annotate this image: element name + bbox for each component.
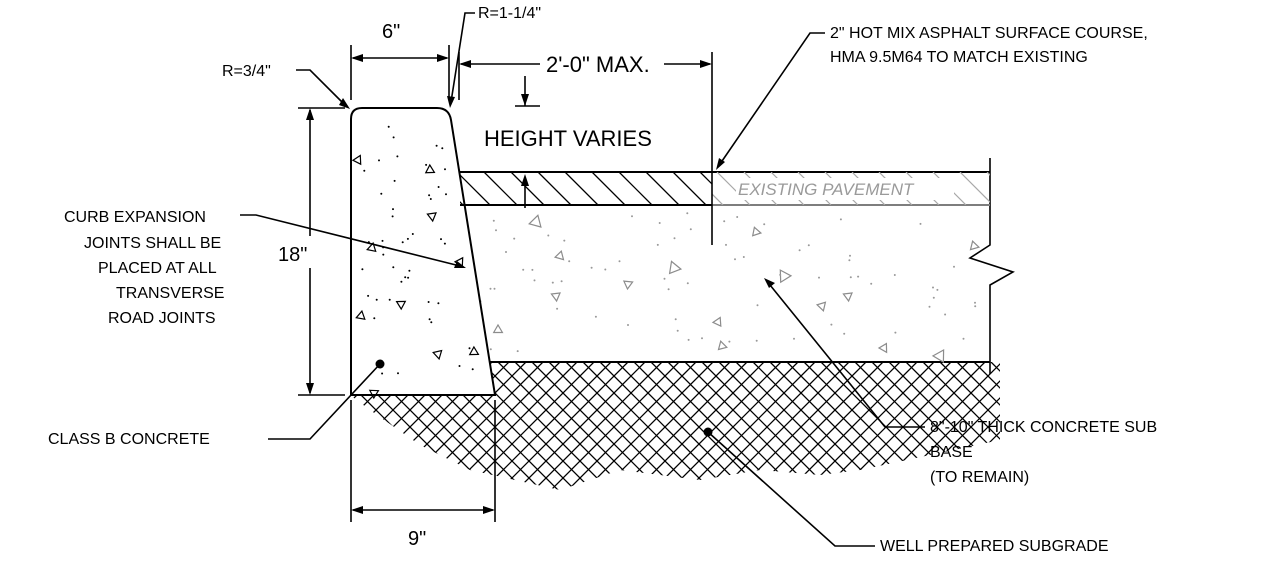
subbase-label-line1: 8"-10" THICK CONCRETE SUB bbox=[930, 419, 1157, 436]
joints-callout: CURB EXPANSION JOINTS SHALL BE PLACED AT… bbox=[64, 209, 466, 327]
subbase-aggregate bbox=[479, 212, 981, 364]
asphalt-surface-course bbox=[460, 171, 712, 205]
existing-pavement-label: EXISTING PAVEMENT bbox=[738, 180, 915, 199]
max-offset-dimension: 2'-0" MAX. bbox=[458, 52, 713, 160]
radius-left-callout: R=3/4" bbox=[222, 63, 350, 109]
curb-height-dimension: 18" bbox=[278, 107, 345, 396]
curb bbox=[350, 107, 497, 400]
subbase-callout: 8"-10" THICK CONCRETE SUB BASE (TO REMAI… bbox=[764, 278, 1157, 486]
asphalt-label-line2: HMA 9.5M64 TO MATCH EXISTING bbox=[830, 49, 1088, 66]
concrete-label: CLASS B CONCRETE bbox=[48, 431, 210, 448]
asphalt-callout: 2" HOT MIX ASPHALT SURFACE COURSE, HMA 9… bbox=[716, 25, 1148, 170]
asphalt-label-line1: 2" HOT MIX ASPHALT SURFACE COURSE, bbox=[830, 25, 1148, 42]
max-offset-label: 2'-0" MAX. bbox=[546, 52, 650, 77]
subgrade-callout: WELL PREPARED SUBGRADE bbox=[703, 427, 1109, 555]
subgrade-label: WELL PREPARED SUBGRADE bbox=[880, 538, 1109, 555]
joints-label-line3: PLACED AT ALL bbox=[98, 260, 217, 277]
existing-pavement: EXISTING PAVEMENT bbox=[712, 171, 990, 206]
height-varies-dimension: HEIGHT VARIES bbox=[484, 76, 652, 208]
height-varies-label: HEIGHT VARIES bbox=[484, 126, 652, 151]
top-width-label: 6" bbox=[382, 21, 400, 43]
joints-label-line2: JOINTS SHALL BE bbox=[84, 235, 221, 252]
subbase-label-line3: (TO REMAIN) bbox=[930, 469, 1029, 486]
radius-right-callout: R=1-1/4" bbox=[447, 5, 541, 108]
joints-label-line5: ROAD JOINTS bbox=[108, 310, 216, 327]
radius-left-label: R=3/4" bbox=[222, 63, 271, 80]
curb-aggregate bbox=[351, 125, 480, 400]
base-width-label: 9" bbox=[408, 528, 426, 550]
joints-label-line1: CURB EXPANSION bbox=[64, 209, 206, 226]
curb-height-label: 18" bbox=[278, 244, 307, 266]
concrete-callout: CLASS B CONCRETE bbox=[48, 359, 385, 448]
radius-right-label: R=1-1/4" bbox=[478, 5, 541, 22]
joints-label-line4: TRANSVERSE bbox=[116, 285, 224, 302]
base-width-dimension: 9" bbox=[350, 400, 496, 550]
top-width-dimension: 6" bbox=[350, 21, 450, 100]
subbase-label-line2: BASE bbox=[930, 444, 973, 461]
